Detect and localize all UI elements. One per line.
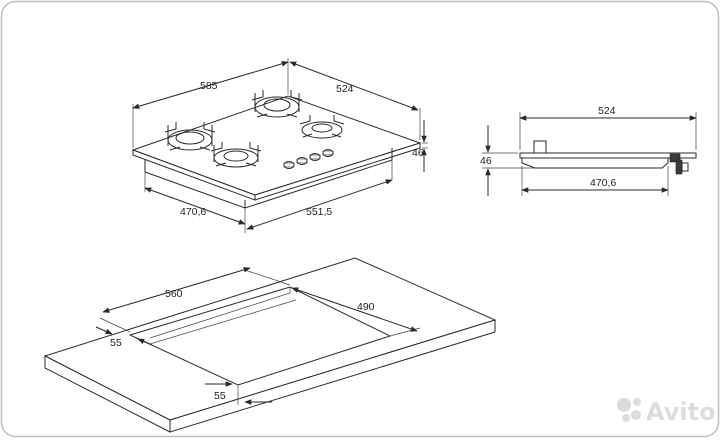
dim-label-55-front: 55 [214, 390, 226, 402]
cutout-inner-edge [149, 287, 291, 339]
dim-line-551-5 [246, 179, 393, 230]
gas-fitting [669, 153, 689, 175]
avito-watermark: Avito [617, 398, 716, 426]
dim-label-55-back: 55 [110, 337, 122, 349]
side-knob [533, 140, 547, 154]
dim-line-585 [132, 61, 289, 109]
dim-arrow-55-back-b [137, 338, 153, 346]
side-dim-label-524: 524 [598, 105, 616, 117]
dim-label-490: 490 [357, 301, 375, 313]
side-plate [519, 152, 697, 159]
hob-isometric-view: 585 524 46 470,6 551,5 [131, 58, 428, 233]
dim-label-524: 524 [336, 83, 354, 95]
side-dim-label-470-6: 470,6 [590, 177, 616, 189]
dim-line-560 [102, 267, 251, 313]
side-dim-label-46: 46 [480, 155, 492, 167]
burner-front-center [210, 142, 262, 168]
dim-arrow-55-back-a [95, 326, 113, 335]
dim-label-585: 585 [200, 80, 218, 92]
dim-label-560: 560 [165, 288, 183, 300]
dim-label-551-5: 551,5 [306, 206, 332, 218]
burner-back-left [164, 122, 216, 151]
countertop-cutout-view: 560 490 55 55 [43, 257, 497, 433]
dim-line-524 [289, 61, 419, 111]
side-base [521, 158, 669, 169]
dim-label-46: 46 [412, 147, 424, 159]
control-knobs [283, 149, 334, 169]
dim-label-470-6: 470,6 [180, 206, 206, 218]
burner-right [299, 115, 345, 139]
hob-side-view: 524 46 470,6 [480, 105, 697, 196]
avito-brand-text: Avito [646, 398, 716, 426]
avito-dots-icon [617, 398, 641, 422]
dim-line-490 [291, 287, 418, 332]
dim-line-470-6 [144, 187, 246, 225]
